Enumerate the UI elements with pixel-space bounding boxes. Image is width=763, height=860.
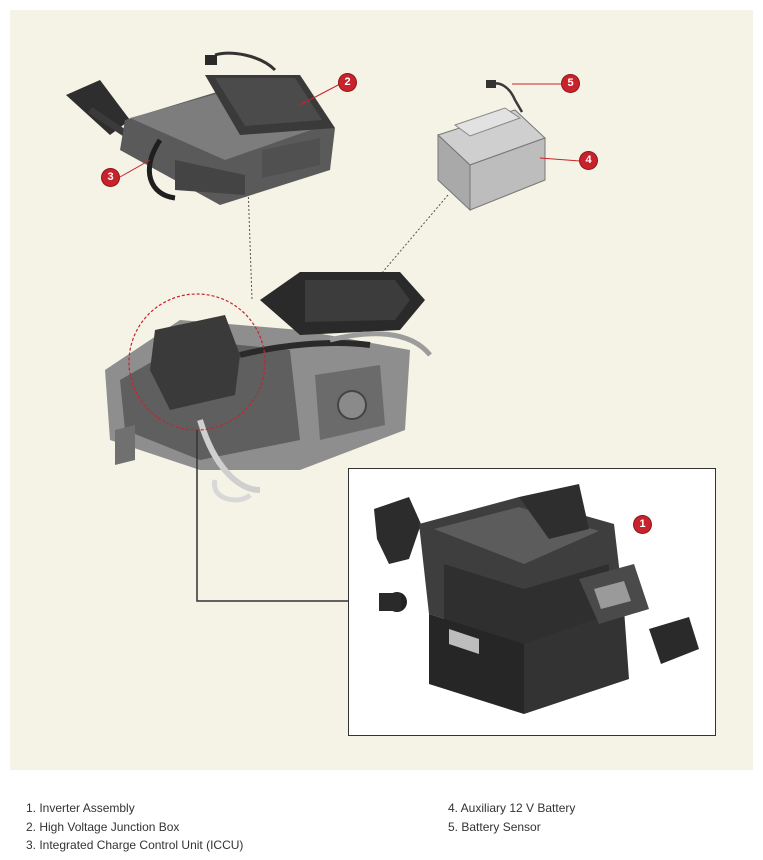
callout-1: 1 [634,516,651,533]
callout-4: 4 [580,152,597,169]
legend-item-junction-box: 2. High Voltage Junction Box [26,819,180,834]
leader-callout-4 [539,157,581,162]
leader-callout-3 [119,159,151,178]
legend-item-battery-sensor: 5. Battery Sensor [448,819,541,834]
callout-2: 2 [339,74,356,91]
components-illustration [66,51,634,602]
inset-connector-line [196,430,348,602]
legend-item-battery: 4. Auxiliary 12 V Battery [448,801,576,815]
legend-item-iccu: 3. Integrated Charge Control Unit (ICCU) [26,838,244,852]
callout-3: 3 [102,169,119,186]
callout-5: 5 [562,75,579,92]
inverter-detail-inset [348,468,716,736]
leader-callout-2 [299,83,341,106]
auxiliary-battery [437,80,546,212]
legend-item-inverter: 1. Inverter Assembly [26,801,135,815]
iccu-and-junction-box [66,51,335,205]
legend-right-column: 4. Auxiliary 12 V Battery 5. Battery Sen… [448,799,575,836]
powertrain-assembly [105,272,432,503]
leader-junction-to-inverter [247,184,253,301]
legend-left-column: 1. Inverter Assembly 2. High Voltage Jun… [26,799,243,855]
inverter-detail-illustration [374,484,699,714]
